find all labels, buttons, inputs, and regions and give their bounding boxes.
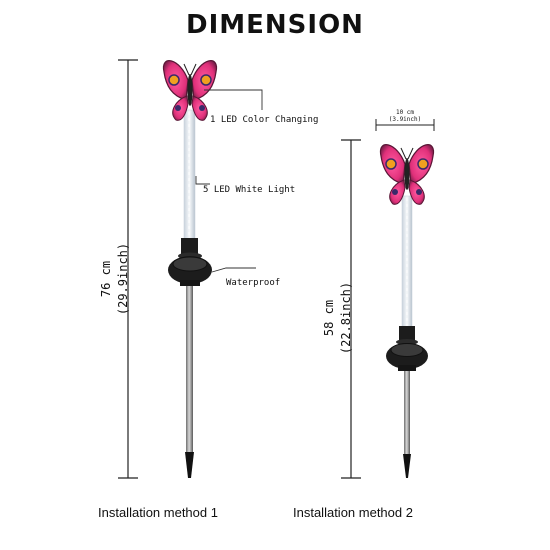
- callout-led-white-light: 5 LED White Light: [203, 185, 296, 195]
- method2-metal-stake: [404, 370, 410, 456]
- method2-height-label: 58 cm (22.8inch): [321, 276, 355, 360]
- method2-width-cm: 10 cm: [395, 109, 415, 116]
- method2-width-inch: (3.9inch): [388, 116, 422, 123]
- method1-height-dimension-line: [118, 59, 138, 479]
- callout-waterproof: Waterproof: [226, 278, 281, 288]
- callout-base-leader: [211, 267, 256, 273]
- method1-caption: Installation method 1: [98, 505, 218, 520]
- callout-leader-lines: [195, 89, 263, 273]
- method2-width-label: 10 cm (3.9inch): [375, 109, 435, 123]
- page-title: DIMENSION: [186, 10, 364, 40]
- method1-metal-stake: [186, 284, 193, 454]
- method2-butterfly: [379, 144, 435, 205]
- callout-led-color-changing: 1 LED Color Changing: [210, 115, 319, 125]
- callout-mid-leader: [195, 176, 210, 185]
- method1-height-label: 76 cm (29.9inch): [98, 237, 132, 321]
- method2-height-cm: 58 cm: [322, 299, 336, 337]
- method1-height-inch: (29.9inch): [116, 242, 130, 316]
- method2-width-dimension-line: [375, 119, 435, 131]
- method2-garden-light: [379, 144, 435, 478]
- method2-height-inch: (22.8inch): [339, 281, 353, 355]
- method2-stake-spike: [403, 454, 411, 478]
- method1-stake-spike: [185, 452, 194, 478]
- method1-height-cm: 76 cm: [99, 260, 113, 298]
- method1-garden-light: [162, 60, 218, 478]
- method2-caption: Installation method 2: [293, 505, 413, 520]
- method1-butterfly: [162, 60, 218, 121]
- callout-top-leader: [204, 89, 263, 110]
- method2-height-dimension-line: [341, 139, 361, 479]
